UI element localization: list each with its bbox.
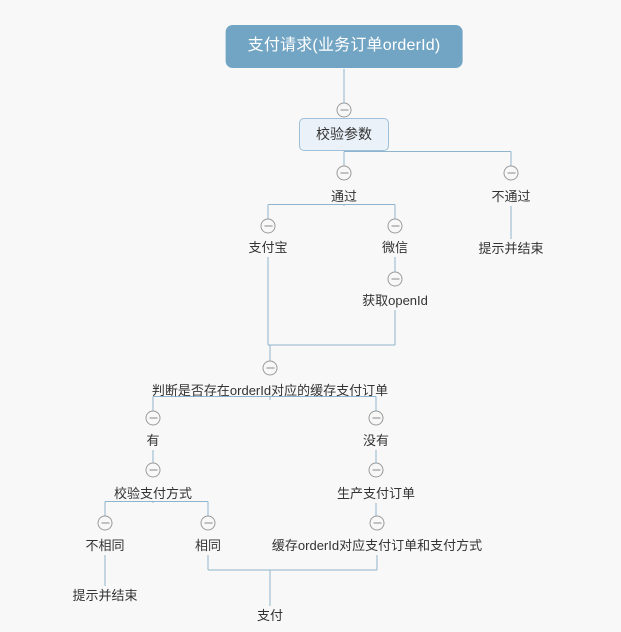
- collapse-minus-circle-icon[interactable]: [262, 360, 278, 376]
- node-label: 提示并结束: [72, 588, 138, 603]
- node-label: 支付宝: [248, 240, 288, 255]
- node-label: 提示并结束: [478, 241, 544, 256]
- mindmap-node-diff_end[interactable]: 提示并结束: [70, 587, 139, 605]
- mindmap-node-validate[interactable]: 校验参数: [299, 118, 389, 151]
- mindmap-node-openid[interactable]: 获取openId: [360, 292, 430, 310]
- node-label: 不通过: [491, 189, 531, 204]
- collapse-minus-circle-icon[interactable]: [368, 462, 384, 478]
- mindmap-node-pay[interactable]: 支付: [255, 607, 285, 625]
- mindmap-node-wechat[interactable]: 微信: [380, 239, 410, 257]
- collapse-minus-circle-icon[interactable]: [145, 462, 161, 478]
- mindmap-node-root[interactable]: 支付请求(业务订单orderId): [225, 25, 463, 68]
- mindmap-node-gen_order[interactable]: 生产支付订单: [335, 485, 417, 503]
- mindmap-node-has[interactable]: 有: [144, 432, 161, 450]
- mindmap-node-none[interactable]: 没有: [361, 432, 391, 450]
- collapse-minus-circle-icon[interactable]: [387, 218, 403, 234]
- collapse-minus-circle-icon[interactable]: [200, 515, 216, 531]
- node-label: 不相同: [85, 538, 125, 553]
- collapse-minus-circle-icon[interactable]: [336, 165, 352, 181]
- node-label: 校验参数: [299, 118, 389, 151]
- node-label: 校验支付方式: [113, 486, 193, 501]
- collapse-minus-circle-icon[interactable]: [336, 102, 352, 118]
- collapse-minus-circle-icon[interactable]: [387, 271, 403, 287]
- mindmap-node-pass[interactable]: 通过: [329, 188, 359, 206]
- mindmap-node-cache_order[interactable]: 缓存orderId对应支付订单和支付方式: [270, 537, 484, 555]
- node-label: 支付: [256, 608, 284, 623]
- collapse-minus-circle-icon[interactable]: [368, 410, 384, 426]
- node-label: 缓存orderId对应支付订单和支付方式: [271, 538, 483, 553]
- node-label: 没有: [362, 433, 390, 448]
- node-label: 支付请求(业务订单orderId): [225, 25, 463, 68]
- node-label: 获取openId: [362, 293, 428, 308]
- mindmap-node-fail[interactable]: 不通过: [489, 188, 532, 206]
- node-label: 相同: [194, 538, 222, 553]
- mindmap-node-fail_end[interactable]: 提示并结束: [476, 240, 545, 258]
- mindmap-node-check_cache[interactable]: 判断是否存在orderId对应的缓存支付订单: [150, 382, 390, 400]
- collapse-minus-circle-icon[interactable]: [503, 165, 519, 181]
- node-label: 通过: [330, 189, 358, 204]
- mindmap-node-check_pay[interactable]: 校验支付方式: [112, 485, 194, 503]
- mindmap-node-same[interactable]: 相同: [193, 537, 223, 555]
- node-label: 判断是否存在orderId对应的缓存支付订单: [151, 383, 389, 398]
- collapse-minus-circle-icon[interactable]: [260, 218, 276, 234]
- collapse-minus-circle-icon[interactable]: [145, 410, 161, 426]
- node-label: 生产支付订单: [336, 486, 416, 501]
- collapse-minus-circle-icon[interactable]: [369, 515, 385, 531]
- mindmap-node-alipay[interactable]: 支付宝: [246, 239, 289, 257]
- node-label: 微信: [381, 240, 409, 255]
- node-label: 有: [146, 433, 160, 448]
- collapse-minus-circle-icon[interactable]: [97, 515, 113, 531]
- mindmap-node-diff[interactable]: 不相同: [83, 537, 126, 555]
